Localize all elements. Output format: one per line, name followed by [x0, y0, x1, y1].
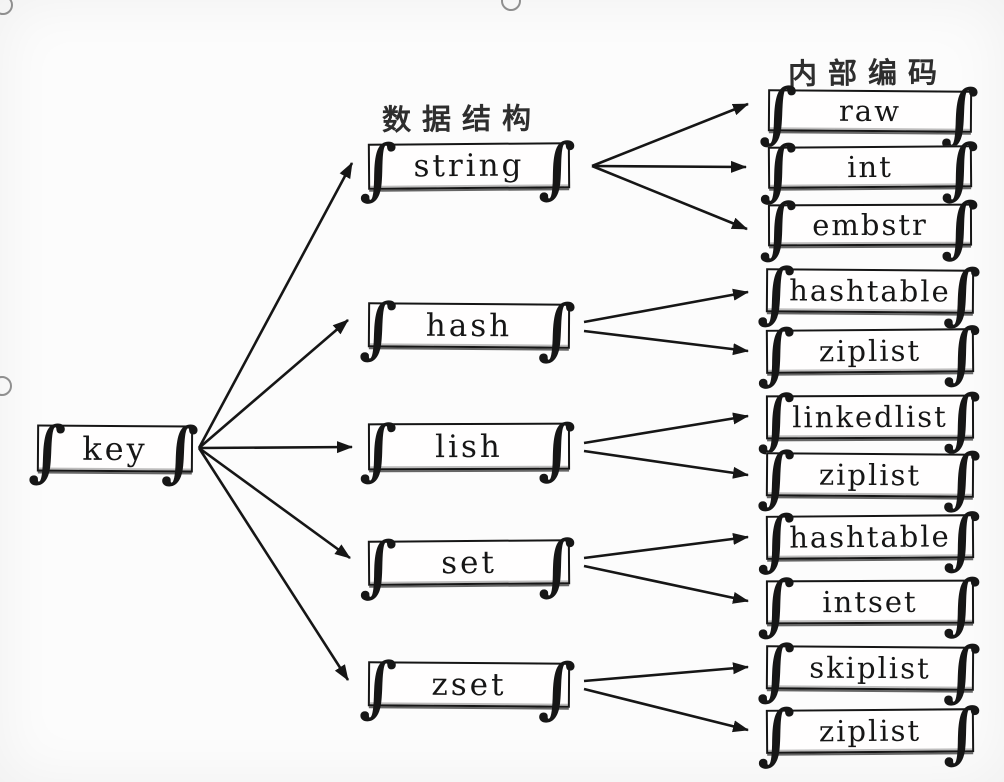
node-zset: zset [367, 661, 571, 708]
node-ziplist-zset: ziplist [765, 708, 975, 754]
structures-column-title: 数据结构 [381, 101, 543, 137]
arrow-set-intset [583, 564, 749, 604]
arrow-key-set [198, 446, 351, 560]
node-embstr: embstr [767, 203, 973, 247]
arrow-string-raw [591, 102, 749, 168]
arrow-hash-ziplist [583, 329, 749, 356]
arrow-set-hashtable [583, 532, 749, 560]
node-hashtable-hash: hashtable [765, 268, 975, 314]
arrow-hash-hashtable [583, 288, 749, 324]
node-set: set [367, 539, 571, 586]
arrow-zset-ziplist [583, 687, 749, 733]
node-ziplist-hash: ziplist [765, 328, 975, 374]
node-key: key [36, 424, 194, 473]
arrow-key-string [197, 162, 354, 449]
arrow-lish-ziplist [583, 449, 749, 479]
edge-circle-artifact [0, 376, 12, 396]
node-string: string [367, 142, 571, 190]
node-skiplist: skiplist [765, 645, 975, 691]
arrow-key-lish [198, 441, 353, 454]
node-linkedlist: linkedlist [765, 394, 975, 440]
node-lish: lish [367, 422, 571, 471]
node-raw: raw [767, 89, 973, 133]
node-int: int [767, 145, 973, 189]
node-ziplist-lish: ziplist [765, 452, 975, 498]
node-hashtable-set: hashtable [765, 514, 975, 560]
arrow-zset-skiplist [583, 662, 749, 683]
node-intset: intset [765, 579, 975, 625]
arrow-key-hash [198, 319, 349, 449]
node-hash: hash [367, 302, 571, 349]
edge-circle-artifact [0, 0, 13, 15]
arrow-string-embstr [591, 164, 748, 231]
arrow-key-zset [197, 447, 350, 681]
encodings-column-title: 内部编码 [787, 55, 949, 91]
arrow-string-int [591, 160, 747, 173]
arrow-lish-linkedlist [583, 412, 749, 445]
